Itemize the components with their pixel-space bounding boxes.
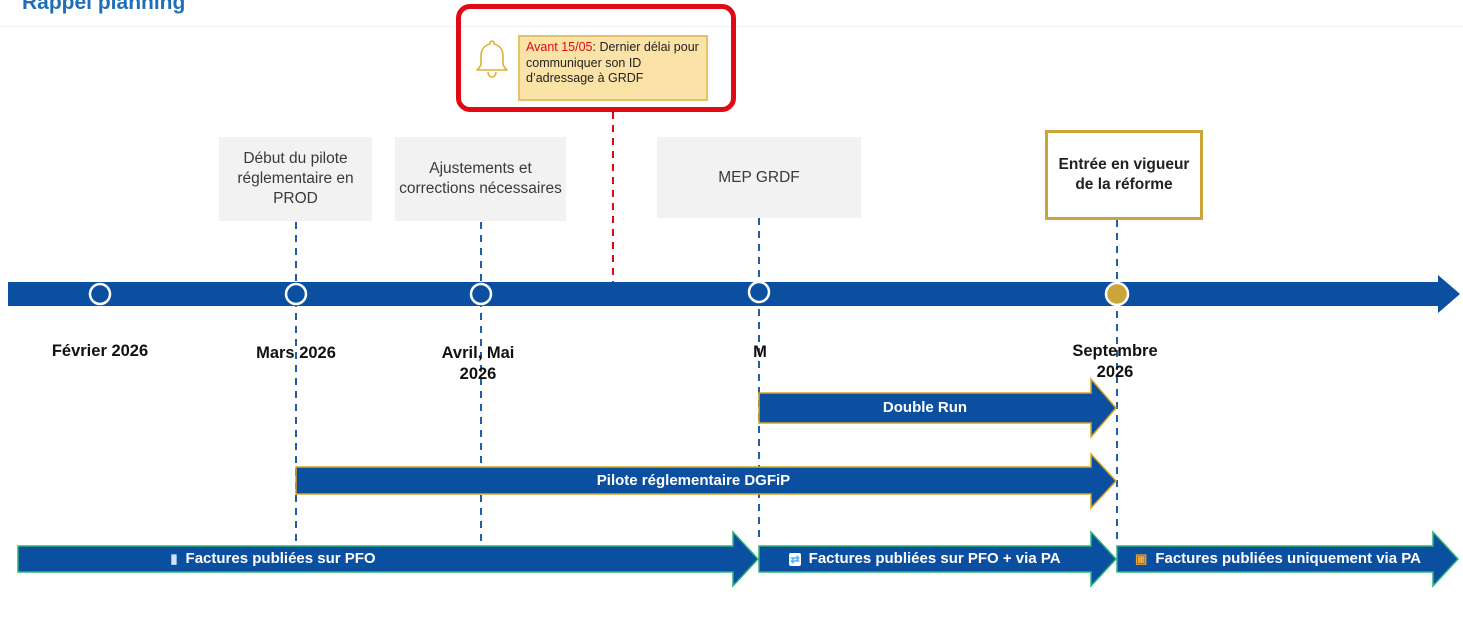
date-mep: M <box>753 343 767 361</box>
alert-date: Avant 15/05 <box>526 40 593 54</box>
milestone-box-mep: MEP GRDF <box>657 137 861 218</box>
document-icon: ▮ <box>170 551 178 566</box>
alert-note: Avant 15/05: Dernier délai pour communiq… <box>518 35 708 101</box>
phase-arrow-pfo <box>17 530 760 588</box>
bell-icon <box>476 40 508 78</box>
sync-icon: ⇄ <box>789 553 801 566</box>
lock-icon: ▣ <box>1135 551 1148 566</box>
phase-label-pa: ▣ Factures publiées uniquement via PA <box>1117 550 1439 567</box>
milestone-box-mars: Début du pilote réglementaire en PROD <box>219 137 372 221</box>
phase-text-pfo-pa: Factures publiées sur PFO + via PA <box>808 550 1061 567</box>
milestone-box-avril: Ajustements et corrections nécessaires <box>395 137 566 221</box>
date-avril: Avril, Mai 2026 <box>441 344 515 383</box>
milestone-dot-mars <box>284 282 308 306</box>
phase-arrow-pfo-pa <box>758 530 1118 588</box>
milestone-dot-fevrier <box>88 282 112 306</box>
milestone-dot-mep <box>747 280 771 304</box>
pilote-bar <box>295 452 1118 510</box>
double-run-label: Double Run <box>882 399 968 416</box>
alert-frame <box>456 4 736 112</box>
phase-arrow-pa <box>1116 530 1460 588</box>
double-run-bar <box>758 376 1117 440</box>
phase-text-pfo: Factures publiées sur PFO <box>185 550 376 567</box>
page-title: Rappel planning <box>22 0 186 14</box>
phase-label-pfo-pa: ⇄ Factures publiées sur PFO + via PA <box>759 550 1091 567</box>
pilote-label: Pilote réglementaire DGFiP <box>596 472 791 489</box>
date-septembre: Septembre 2026 <box>1072 342 1158 381</box>
milestone-dot-avril <box>469 282 493 306</box>
milestone-box-septembre: Entrée en vigueur de la réforme <box>1045 130 1203 220</box>
alert-text: : Dernier délai pour communiquer son ID … <box>526 40 699 85</box>
phase-text-pa: Factures publiées uniquement via PA <box>1155 550 1421 567</box>
phase-label-pfo: ▮ Factures publiées sur PFO <box>18 550 528 567</box>
timeline-arrow <box>8 275 1460 313</box>
date-mars: Mars 2026 <box>256 344 336 362</box>
milestone-dot-septembre <box>1104 281 1130 307</box>
date-fevrier: Février 2026 <box>51 342 149 360</box>
